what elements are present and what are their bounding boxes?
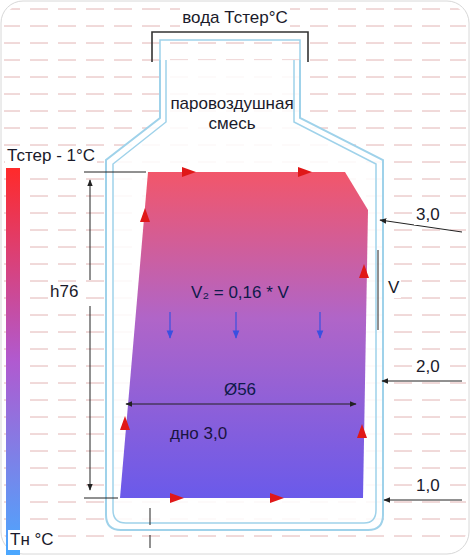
region-label: паровоздушная смесь bbox=[157, 94, 307, 134]
temperature-label: Тн °С bbox=[8, 530, 56, 550]
diameter-dimension: Ø56 bbox=[224, 380, 256, 400]
title-label: вода Тстер°С bbox=[180, 8, 290, 28]
temperature-label: Тстер - 1°С bbox=[5, 146, 97, 166]
bottom-label: дно 3,0 bbox=[170, 424, 227, 444]
thickness-label: 1,0 bbox=[414, 476, 442, 496]
thickness-label: 3,0 bbox=[414, 205, 442, 225]
volume-label: V bbox=[386, 278, 401, 298]
thickness-label: 2,0 bbox=[414, 357, 442, 377]
height-dimension: h76 bbox=[48, 282, 80, 302]
volume-formula: V₂ = 0,16 * V bbox=[191, 283, 289, 303]
